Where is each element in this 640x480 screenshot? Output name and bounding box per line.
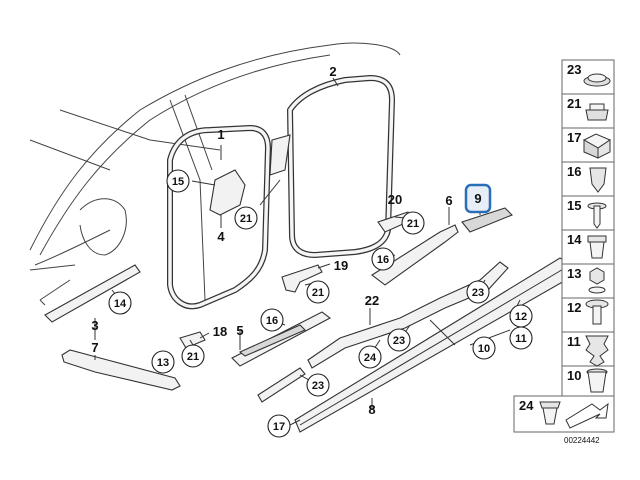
push-pin-icon: [587, 202, 607, 229]
callout-16a[interactable]: 16: [371, 247, 395, 271]
callout-21d[interactable]: 21: [181, 344, 205, 368]
wedge-clip-icon: [589, 167, 607, 193]
callout-24[interactable]: 24: [358, 345, 382, 369]
label-5: 5: [236, 323, 243, 338]
callout-17[interactable]: 17: [267, 414, 291, 438]
side-skirt-8-edge: [299, 267, 566, 426]
label-3: 3: [91, 318, 98, 333]
expanding-rivet-icon: [539, 401, 561, 425]
label-1: 1: [217, 127, 224, 142]
callout-23b[interactable]: 23: [387, 328, 411, 352]
callout-10-label: 10: [478, 343, 490, 355]
rear-door-seal: [287, 75, 395, 258]
label-22: 22: [365, 293, 379, 308]
bracket-19: [281, 264, 323, 293]
sidebar-label-17: 17: [567, 130, 581, 145]
callout-12-label: 12: [515, 311, 527, 323]
sidebar-label-16: 16: [567, 164, 581, 179]
entrance-strip-7: [61, 349, 181, 391]
sidebar-label-11: 11: [567, 334, 581, 349]
label-19: 19: [334, 258, 348, 273]
callout-11-label: 11: [515, 333, 527, 345]
label-8: 8: [368, 402, 375, 417]
lower-trim: [257, 367, 306, 403]
spring-clip-icon: [582, 133, 612, 159]
expanding-clip-icon: [587, 235, 607, 259]
trim-6: [371, 224, 459, 286]
label-7: 7: [91, 340, 98, 355]
sidebar-label-23: 23: [567, 62, 581, 77]
label-2: 2: [329, 64, 336, 79]
callout-16a-label: 16: [377, 254, 389, 266]
label-9: 9: [474, 191, 481, 206]
callout-11[interactable]: 11: [509, 326, 533, 350]
callout-14a[interactable]: 14: [108, 291, 132, 315]
callout-16b[interactable]: 16: [260, 308, 284, 332]
clip-nut-icon: [585, 103, 609, 121]
sidebar-label-21: 21: [567, 96, 581, 111]
callout-16b-label: 16: [266, 315, 278, 327]
callout-23b-label: 23: [393, 335, 405, 347]
fastener-sidebar: 23 21 17 16 15 14 13 12 11 10: [513, 59, 615, 445]
front-door-seal: [167, 125, 271, 310]
label-6: 6: [445, 193, 452, 208]
bracket-18: [179, 331, 206, 349]
callout-21a-label: 21: [240, 213, 252, 225]
callout-14a-label: 14: [114, 298, 127, 310]
mushroom-rivet-icon: [585, 299, 609, 325]
callout-23c-label: 23: [312, 380, 324, 392]
sidebar-label-10: 10: [567, 368, 581, 383]
callout-15a[interactable]: 15: [166, 169, 190, 193]
fir-tree-clip-icon: [585, 335, 609, 367]
sidebar-label-24: 24: [519, 398, 534, 413]
diagram-id: 00224442: [564, 436, 600, 445]
cup-clip-icon: [586, 368, 608, 393]
hex-nut-icon: [588, 267, 606, 294]
sidebar-label-12: 12: [567, 300, 581, 315]
sidebar-cell-15[interactable]: [561, 195, 615, 231]
sidebar-label-13: 13: [567, 266, 581, 281]
label-18: 18: [213, 324, 227, 339]
pillar-trim-4: [209, 169, 246, 216]
callout-12[interactable]: 12: [509, 304, 533, 328]
arrow-right-icon: [565, 402, 609, 429]
callout-21b[interactable]: 21: [401, 211, 425, 235]
label-4: 4: [217, 229, 225, 244]
callout-23c[interactable]: 23: [306, 373, 330, 397]
callout-13-label: 13: [157, 357, 169, 369]
callout-10[interactable]: 10: [472, 336, 496, 360]
callout-13[interactable]: 13: [151, 350, 175, 374]
sidebar-label-14: 14: [567, 232, 582, 247]
round-cap-icon: [583, 73, 611, 87]
mounting-rail-22: [307, 261, 509, 369]
callout-15a-label: 15: [172, 176, 184, 188]
callout-21c[interactable]: 21: [306, 280, 330, 304]
callout-21b-label: 21: [407, 218, 419, 230]
sill-trim-3: [44, 264, 141, 323]
callout-23a-label: 23: [472, 287, 484, 299]
highlight-box-9[interactable]: [464, 183, 492, 214]
label-20: 20: [388, 192, 402, 207]
callout-21d-label: 21: [187, 351, 199, 363]
pillar-trim-upper: [269, 134, 291, 176]
part-9: [461, 207, 513, 233]
callout-24-label: 24: [364, 352, 377, 364]
sill-cover-5-inner: [238, 324, 306, 357]
callout-21a[interactable]: 21: [234, 206, 258, 230]
callout-17-label: 17: [273, 421, 285, 433]
callout-21c-label: 21: [312, 287, 324, 299]
callout-23a[interactable]: 23: [466, 280, 490, 304]
sidebar-label-15: 15: [567, 198, 581, 213]
